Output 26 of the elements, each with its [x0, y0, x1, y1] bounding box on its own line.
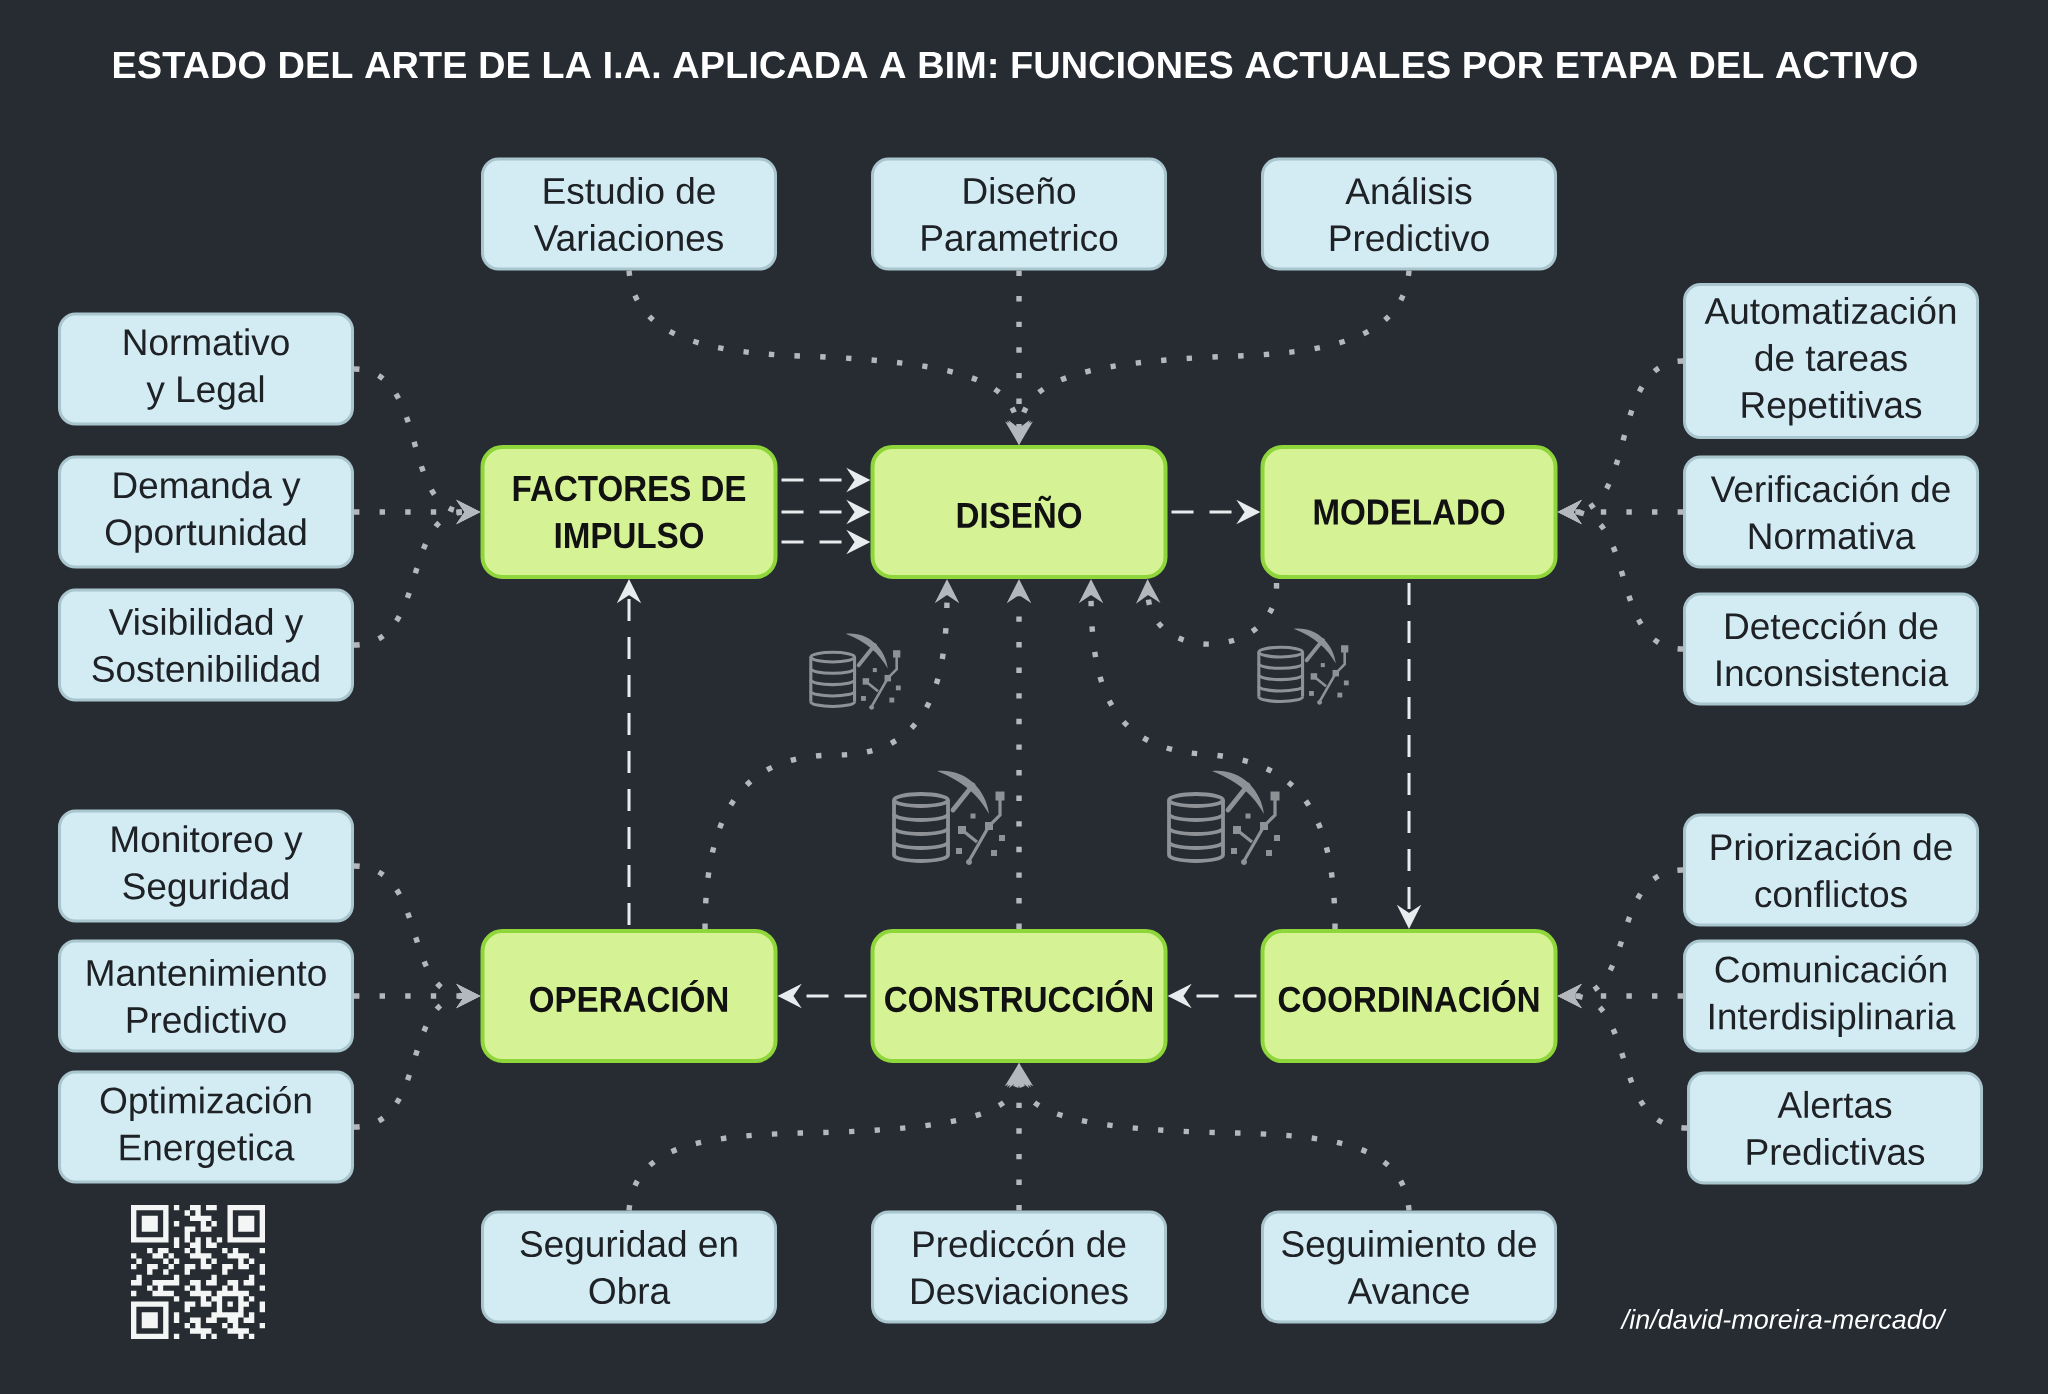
function-box: Normativo y Legal	[58, 312, 354, 426]
function-box: Prediccón de Desviaciones	[871, 1210, 1167, 1324]
function-box: Mantenimiento Predictivo	[58, 939, 354, 1053]
url-text: /in/david-moreira-mercado/	[1620, 1309, 1947, 1329]
function-box: Visibilidad y Sostenibilidad	[58, 588, 354, 702]
function-box: Optimización Energetica	[58, 1070, 354, 1184]
function-box: Automatización de tareas Repetitivas	[1683, 283, 1980, 439]
function-box: Alertas Predictivas	[1687, 1071, 1984, 1185]
stage-box: MODELADO	[1260, 445, 1558, 579]
title: ESTADO DEL ARTE DE LA I.A. APLICADA A BIM: FUNCIONES ACTUALES POR ETAPA DEL ACTIVO	[114, 51, 1917, 79]
stage-box: DISEÑO	[870, 445, 1168, 579]
function-box: Priorización de conflictos	[1683, 813, 1980, 927]
function-box: Detección de Inconsistencia	[1683, 592, 1980, 706]
stage-box: COORDINACIÓN	[1260, 929, 1558, 1063]
stage-box: OPERACIÓN	[480, 929, 778, 1063]
stage-box: CONSTRUCCIÓN	[870, 929, 1168, 1063]
function-box: Seguridad en Obra	[481, 1210, 777, 1324]
function-box: Comunicación Interdisiplinaria	[1683, 939, 1980, 1053]
function-box: Verificación de Normativa	[1683, 455, 1980, 569]
function-box: Demanda y Oportunidad	[58, 455, 354, 569]
function-box: Análisis Predictivo	[1261, 157, 1557, 271]
function-box: Seguimiento de Avance	[1261, 1210, 1557, 1324]
stage-box: FACTORES DE IMPULSO	[480, 445, 778, 579]
function-box: Diseño Parametrico	[871, 157, 1167, 271]
function-box: Monitoreo y Seguridad	[58, 809, 354, 923]
function-box: Estudio de Variaciones	[481, 157, 777, 271]
